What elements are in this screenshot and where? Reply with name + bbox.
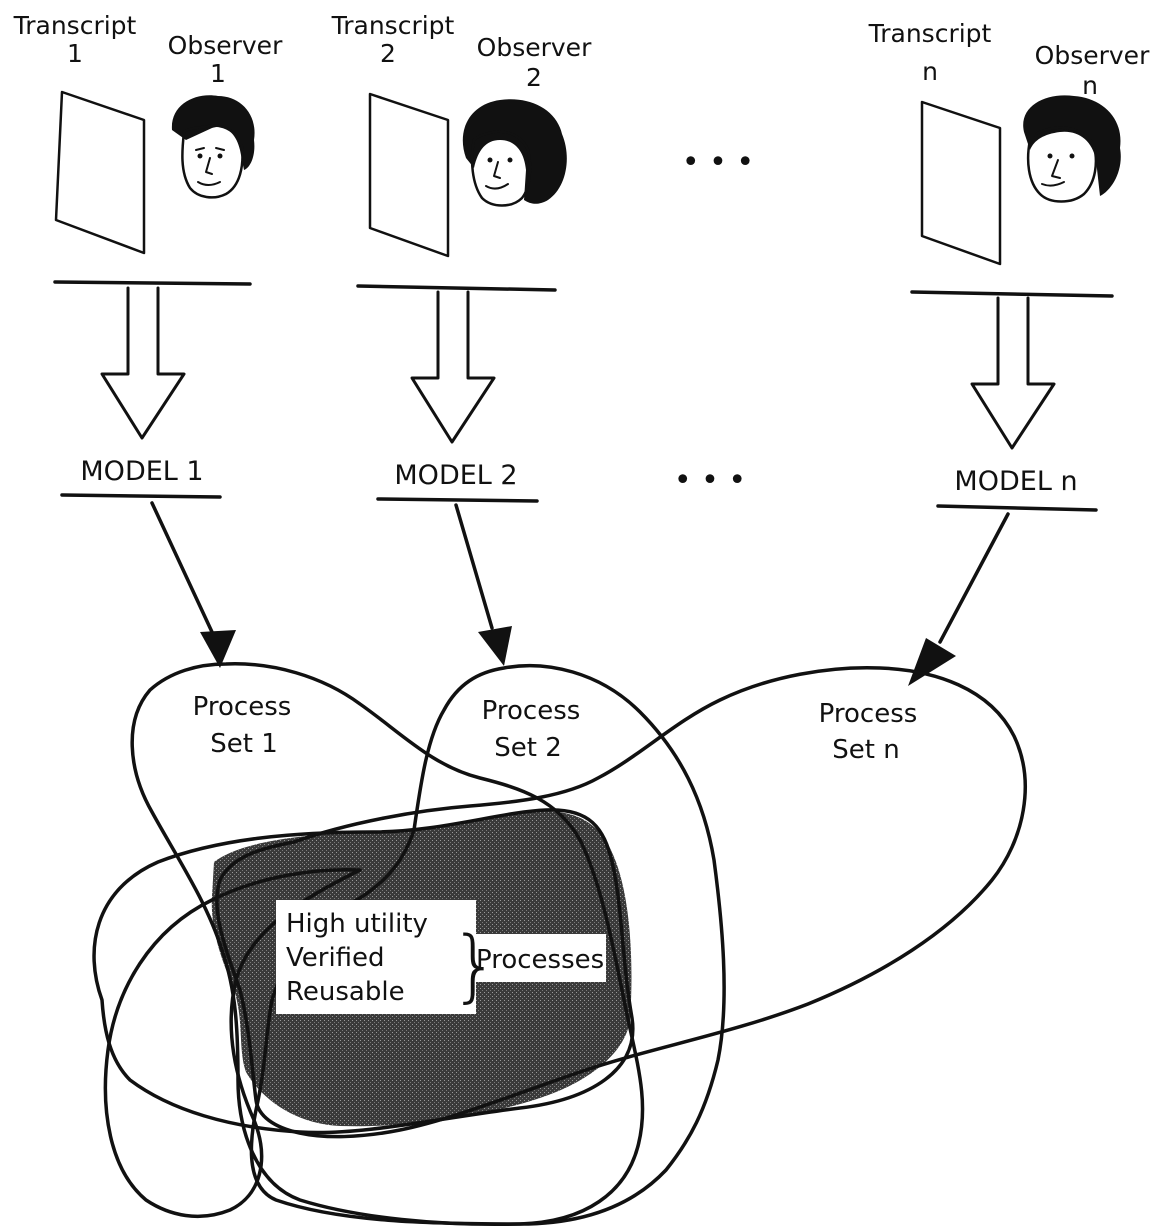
large-oval-outline — [92, 808, 635, 1135]
process-set-1-label: Process — [193, 692, 292, 722]
quality-reusable: Reusable — [286, 977, 405, 1007]
transcript-n-index: n — [922, 57, 938, 86]
process-set-n-index: Set n — [832, 735, 899, 765]
qualities-box-right — [466, 934, 606, 982]
transcript-2-separator — [356, 284, 557, 292]
model-n-arrowhead — [908, 638, 956, 686]
model-2-arrowhead — [478, 626, 512, 666]
transcript-n-label: Transcript — [868, 19, 992, 48]
model-n-underline — [936, 504, 1098, 512]
observer-2-index: 2 — [526, 63, 542, 92]
process-set-lower-loop-outline — [103, 867, 362, 1219]
process-set-2-label: Process — [482, 696, 581, 726]
intersection-label-box: High utility Verified Reusable } Process… — [276, 900, 606, 1014]
observer-2-label: Observer — [477, 33, 592, 62]
observer-1-label: Observer — [168, 31, 283, 60]
brace: } — [450, 921, 500, 1011]
ellipsis-transcripts: • • • — [682, 145, 754, 180]
model-1-connector — [150, 501, 214, 634]
down-arrow-icon — [970, 296, 1056, 450]
model-n-connector — [938, 512, 1010, 644]
document-icon — [920, 100, 1002, 266]
model-n-label: MODEL n — [954, 466, 1077, 497]
observer-face-icon — [1023, 95, 1121, 203]
process-set-1-index: Set 1 — [210, 729, 278, 759]
observer-n-label: Observer — [1035, 41, 1150, 70]
ellipsis-models: • • • — [674, 463, 746, 498]
observer-face-icon — [171, 95, 255, 199]
transcript-1-separator — [53, 280, 252, 286]
process-set-2-outline — [249, 664, 726, 1226]
transcript-2-index: 2 — [380, 39, 396, 68]
transcript-1-index: 1 — [67, 39, 83, 68]
observer-face-icon — [462, 99, 567, 207]
model-2-connector — [454, 503, 494, 630]
process-set-n-outline — [215, 666, 1027, 1139]
model-1-label: MODEL 1 — [80, 456, 203, 487]
quality-verified: Verified — [286, 943, 385, 973]
document-icon — [368, 92, 450, 258]
model-1-underline — [60, 493, 222, 499]
transcript-1-label: Transcript — [13, 11, 137, 40]
model-2-underline — [376, 497, 539, 503]
model-1-arrowhead — [200, 630, 236, 668]
observer-n-index: n — [1082, 71, 1098, 100]
column-n: Transcript n Observer n MODEL n — [868, 19, 1150, 686]
transcript-2-label: Transcript — [331, 11, 455, 40]
document-icon — [54, 90, 146, 255]
column-2: Transcript 2 Observer 2 MODEL 2 — [331, 11, 592, 666]
transcript-n-separator — [910, 290, 1114, 298]
process-set-2-index: Set 2 — [494, 733, 562, 763]
down-arrow-icon — [410, 290, 496, 444]
process-set-n-label: Process — [819, 699, 918, 729]
down-arrow-icon — [100, 286, 186, 440]
qualities-box-left — [276, 900, 476, 1014]
processes-label: Processes — [476, 945, 604, 975]
observer-1-index: 1 — [210, 59, 226, 88]
quality-high-utility: High utility — [286, 909, 428, 939]
model-2-label: MODEL 2 — [394, 460, 517, 491]
column-1: Transcript 1 Observer 1 MODEL 1 — [13, 11, 283, 668]
